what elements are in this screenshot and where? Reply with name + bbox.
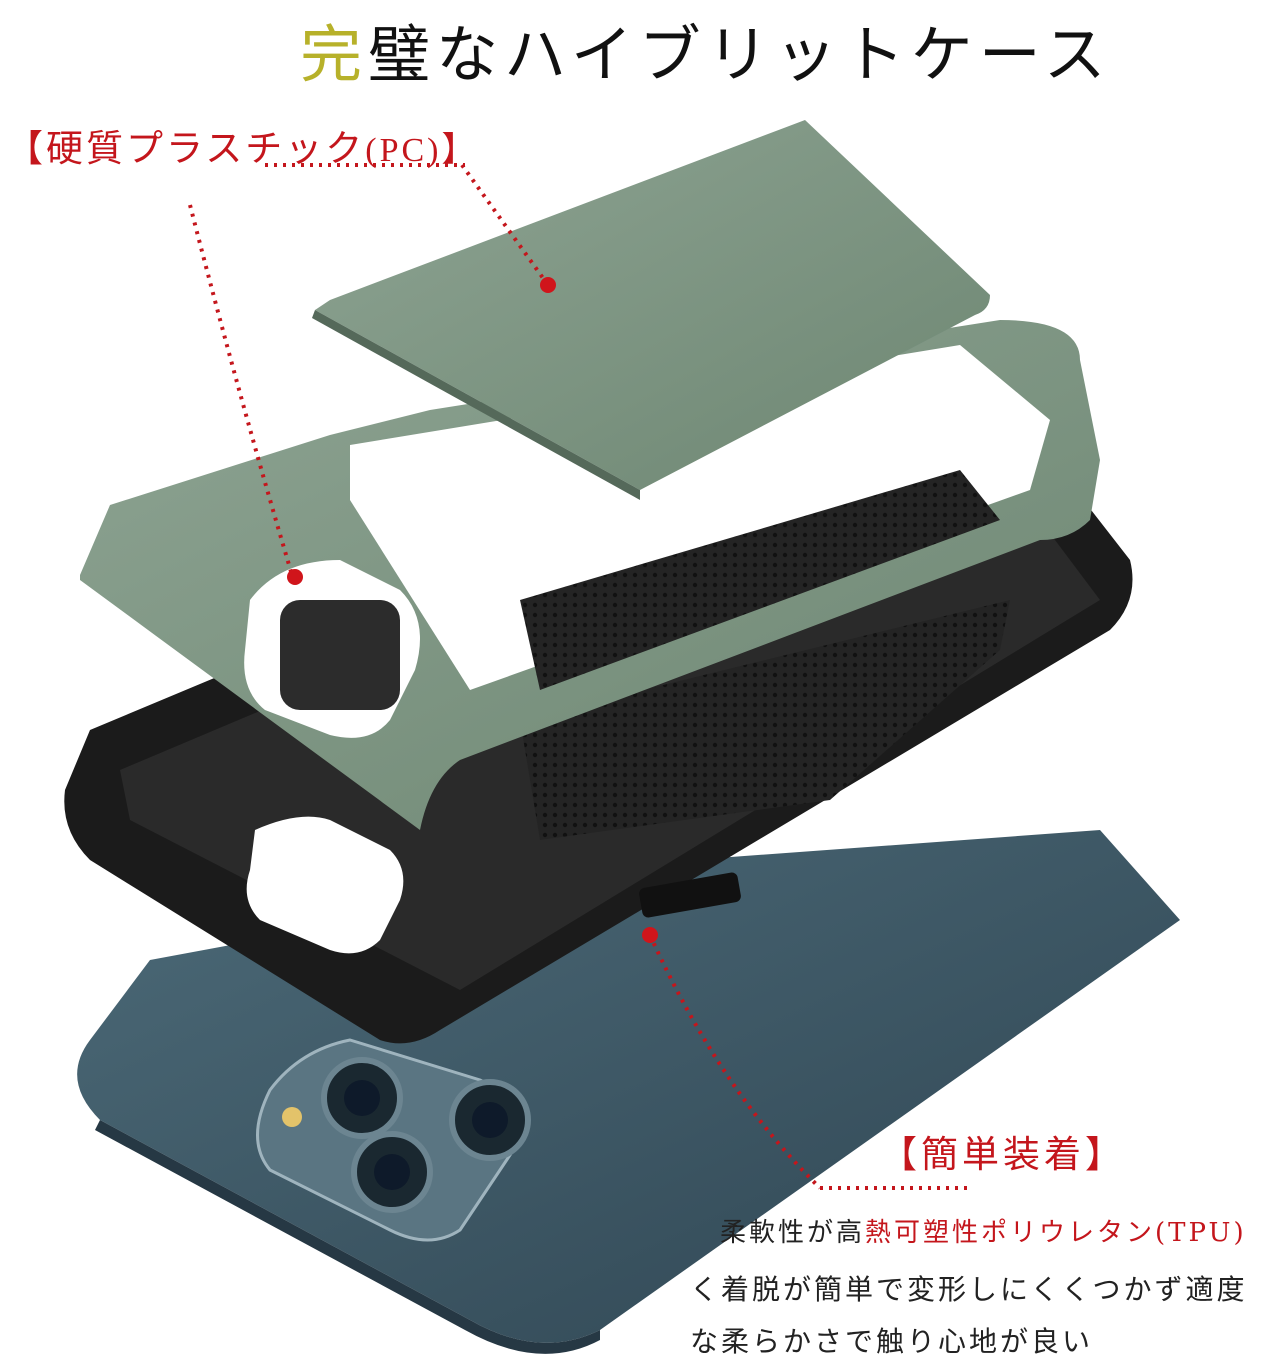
callout-dot-icon: [287, 569, 303, 585]
callout-dot-icon: [540, 277, 556, 293]
page-title: 完璧なハイブリットケース: [300, 4, 1240, 94]
label-hard-plastic-suffix: (PC)】: [365, 132, 479, 169]
description-line-1: 柔軟性が高熱可塑性ポリウレタン(TPU): [720, 1212, 1280, 1249]
callout-dot-icon: [642, 927, 658, 943]
description-line-1-a: 柔軟性が高: [720, 1218, 866, 1248]
description-line-2: く着脱が簡単で変形しにくくつかず適度: [690, 1273, 1248, 1306]
label-easy-install: 【簡単装着】: [880, 1133, 1126, 1176]
description-line-1-b: (TPU): [1155, 1218, 1247, 1248]
label-hard-plastic: 【硬質プラスチック(PC)】: [6, 118, 479, 172]
callout-lines: [188, 163, 970, 1190]
title-highlight: 完: [300, 18, 369, 91]
title-rest: 璧なハイブリットケース: [368, 18, 1112, 91]
phone-camera-icon: [256, 1038, 531, 1242]
description-line-3: な柔らかさで触り心地が良い: [690, 1325, 1094, 1358]
description-line-1-red: 熱可塑性ポリウレタン: [865, 1218, 1156, 1248]
pc-plate: [312, 120, 990, 500]
label-hard-plastic-prefix: 【硬質プラスチック: [6, 127, 366, 170]
